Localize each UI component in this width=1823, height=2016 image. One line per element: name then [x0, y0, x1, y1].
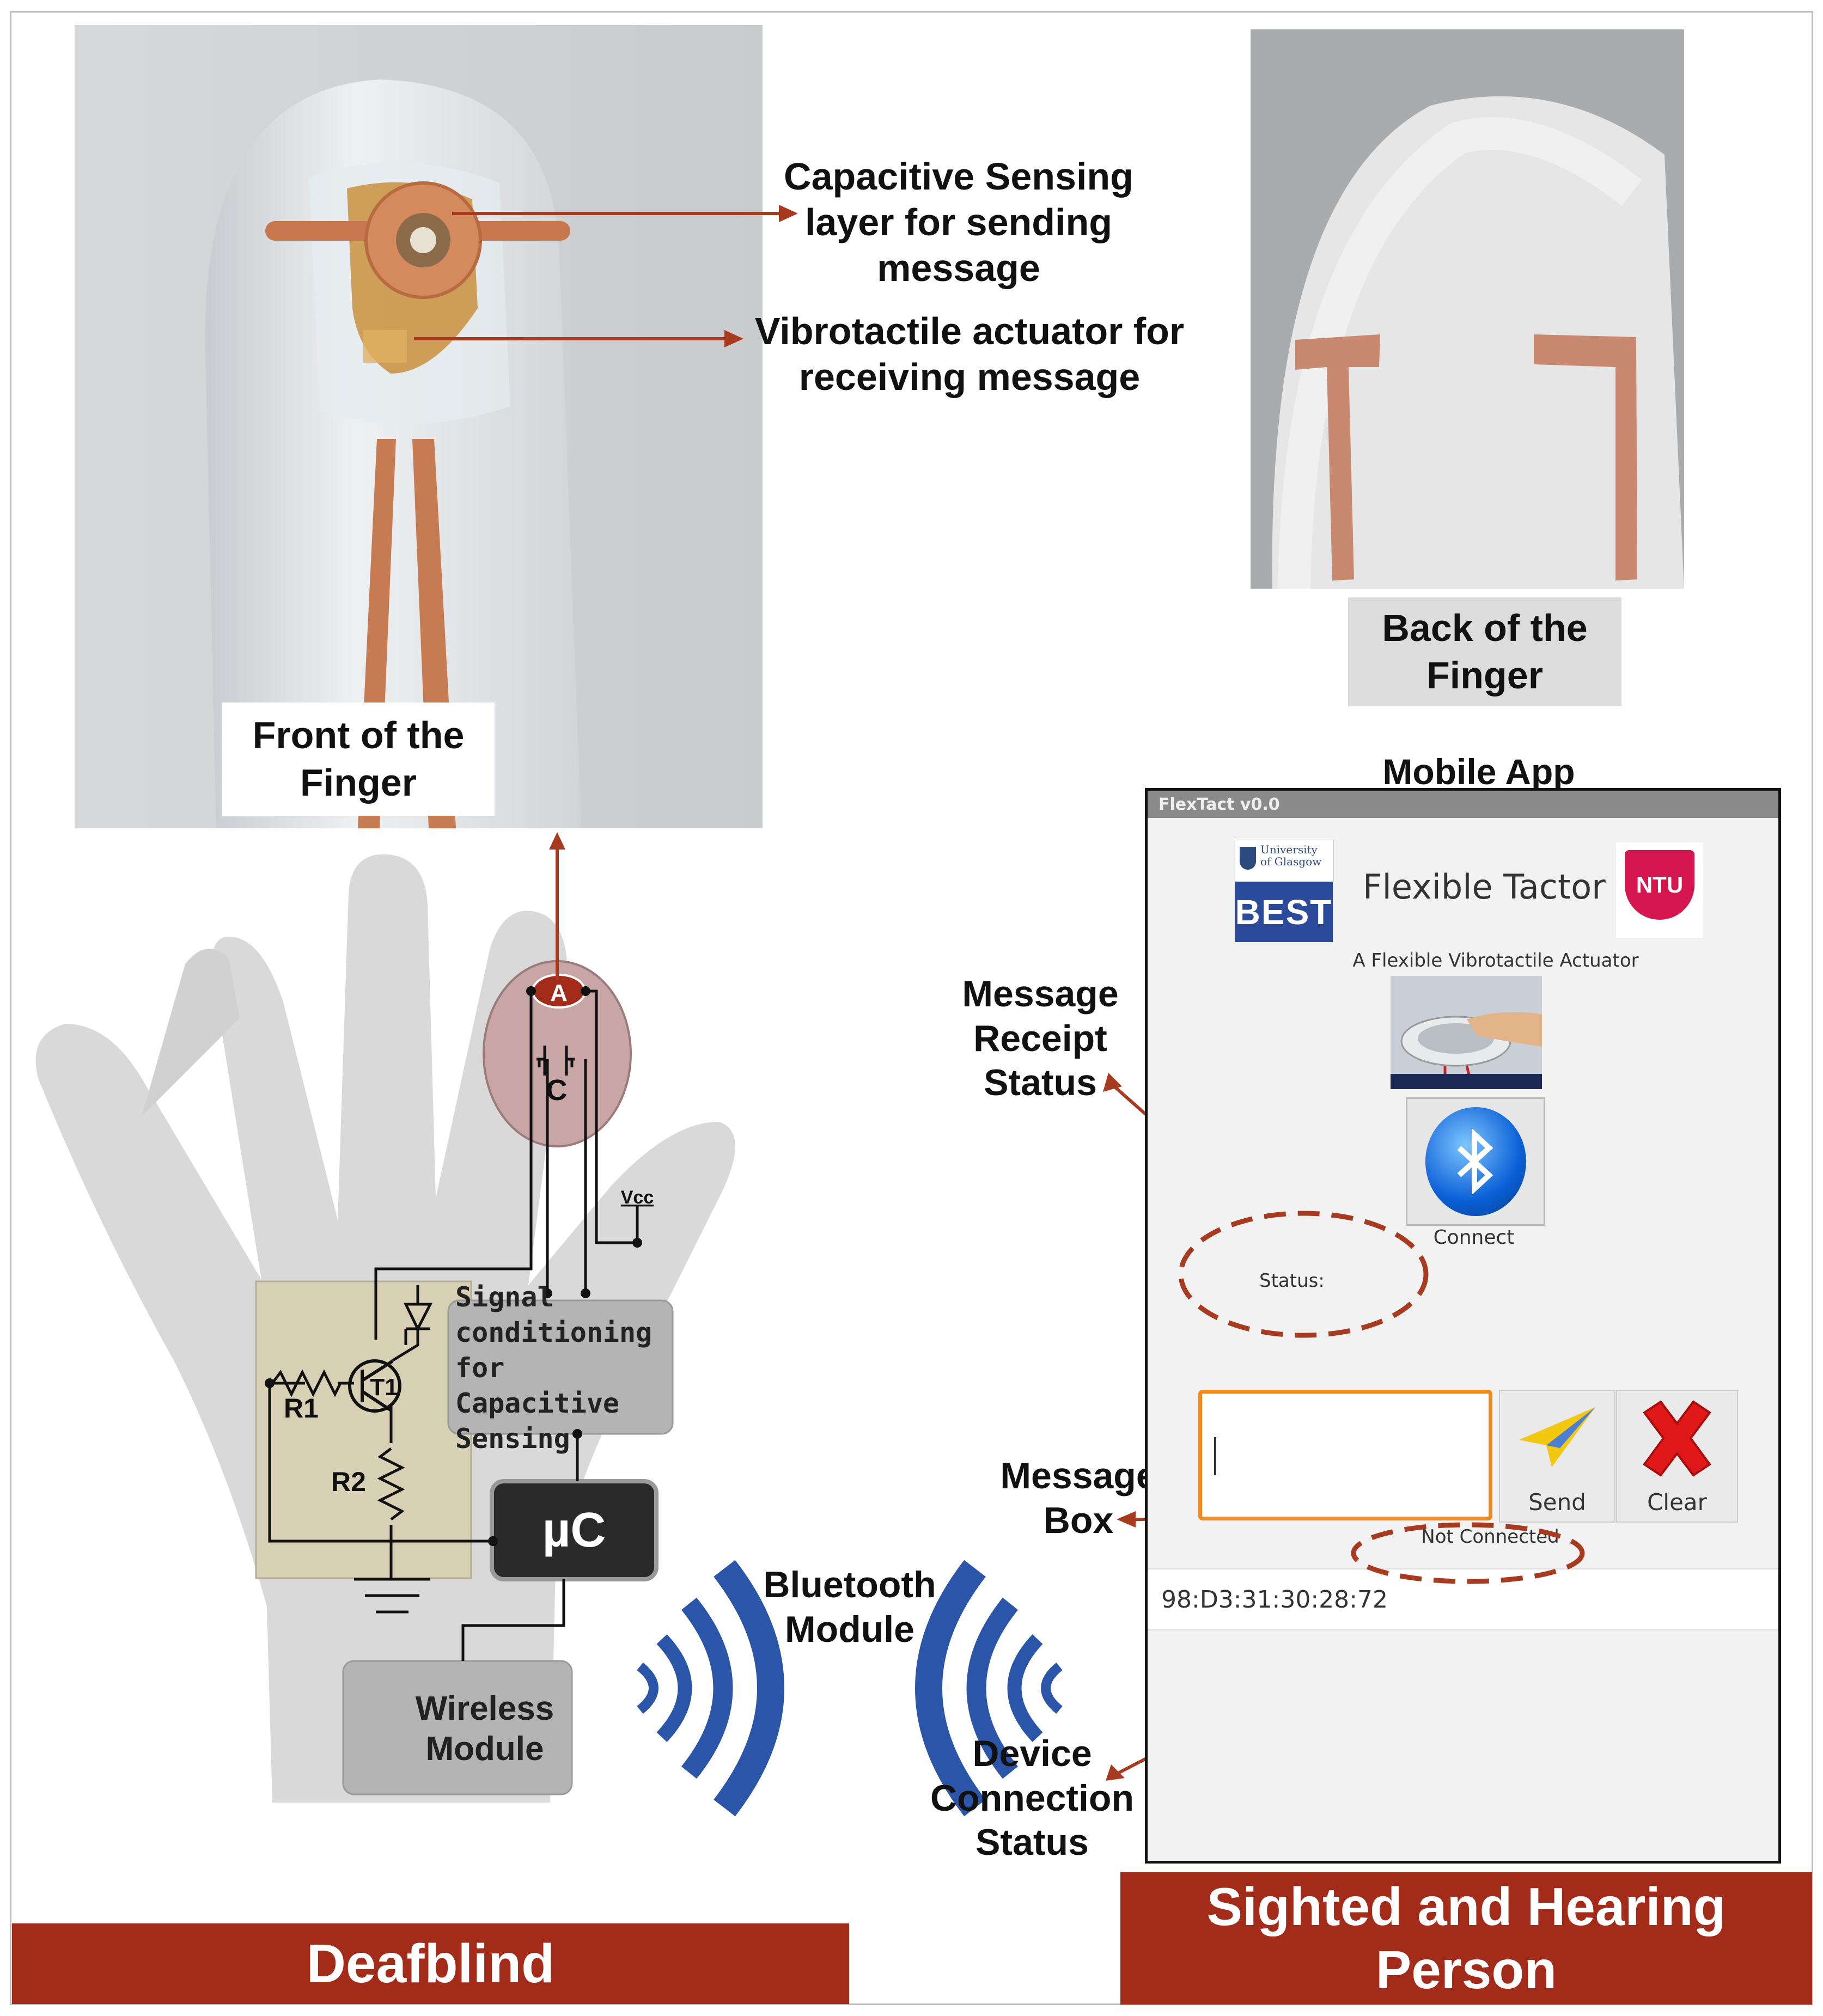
signal-conditioning-block [447, 1299, 674, 1435]
wireless-module-block [342, 1660, 573, 1795]
connect-label: Connect [1433, 1226, 1515, 1249]
app-titlebar: FlexTact v0.0 [1148, 791, 1778, 818]
actuator-image [1391, 976, 1542, 1090]
capacitor-label: C [546, 1074, 568, 1107]
text-cursor [1214, 1437, 1216, 1475]
app-title: FlexTact v0.0 [1159, 795, 1280, 814]
phone-screen: FlexTact v0.0 University of Glasgow BEST… [1145, 788, 1781, 1864]
resistor-r1-symbol [271, 1369, 342, 1397]
t1-label: T1 [370, 1374, 398, 1401]
microcontroller-block [490, 1479, 659, 1581]
bluetooth-waves-right [915, 1560, 1063, 1817]
resistor-r2-symbol [377, 1447, 405, 1520]
wireless-module-label: Wireless Module [415, 1689, 554, 1768]
app-heading: Flexible Tactor [1363, 867, 1606, 907]
connection-status-text: Not Connected [1421, 1526, 1559, 1548]
bluetooth-icon [1425, 1107, 1526, 1216]
send-button[interactable]: Send [1499, 1390, 1615, 1523]
back-finger-photo [1251, 29, 1684, 589]
uc-label: µC [542, 1503, 606, 1557]
clear-label: Clear [1647, 1489, 1707, 1516]
circuit-wires [268, 989, 639, 1661]
clear-button[interactable]: Clear [1616, 1390, 1738, 1523]
device-address-field[interactable]: 98:D3:31:30:28:72 [1148, 1568, 1778, 1630]
front-finger-label: Front of the Finger [222, 702, 495, 816]
connection-dashed-ellipse [1351, 1522, 1585, 1584]
close-icon [1643, 1400, 1711, 1477]
bluetooth-waves-left [637, 1560, 784, 1817]
message-box-label: Message Box [1000, 1455, 1157, 1541]
bluetooth-module-label: Bluetooth Module [763, 1564, 936, 1650]
paper-plane-icon [1519, 1407, 1595, 1467]
transistor-block [255, 1280, 472, 1579]
transistor-t1-symbol [348, 1359, 401, 1413]
sighted-hearing-banner: Sighted and Hearing Person [1120, 1872, 1812, 2005]
device-connection-label: Device Connection Status [930, 1733, 1134, 1864]
deafblind-banner: Deafblind [12, 1923, 849, 2004]
university-logo: University of Glasgow [1235, 840, 1334, 882]
ntu-logo: NTU [1616, 842, 1703, 938]
signal-conditioning-label: Signal conditioning for Capacitive Sensi… [455, 1281, 653, 1455]
circuit-nodes [265, 986, 642, 1546]
shield-icon [1240, 847, 1256, 870]
send-label: Send [1528, 1489, 1586, 1516]
r1-label: R1 [284, 1393, 319, 1424]
r2-label: R2 [331, 1467, 366, 1497]
capacitive-layer-label: Capacitive Sensing layer for sending mes… [784, 155, 1133, 289]
vibrotactile-actuator-label: Vibrotactile actuator for receiving mess… [754, 310, 1185, 398]
front-finger-photo [75, 25, 763, 828]
ammeter-label: A [550, 980, 568, 1006]
vcc-label: Vcc [621, 1187, 654, 1208]
message-input[interactable] [1198, 1390, 1492, 1520]
best-logo: BEST [1235, 882, 1333, 942]
status-dashed-ellipse [1178, 1211, 1429, 1338]
status-label: Status: [1259, 1270, 1325, 1292]
mobile-app-label: Mobile App [1382, 752, 1575, 792]
back-finger-label: Back of the Finger [1348, 597, 1621, 706]
message-receipt-label: Message Receipt Status [962, 973, 1119, 1104]
figure-frame [10, 11, 1813, 2005]
app-subtitle: A Flexible Vibrotactile Actuator [1352, 950, 1639, 972]
connect-button[interactable] [1406, 1097, 1545, 1226]
